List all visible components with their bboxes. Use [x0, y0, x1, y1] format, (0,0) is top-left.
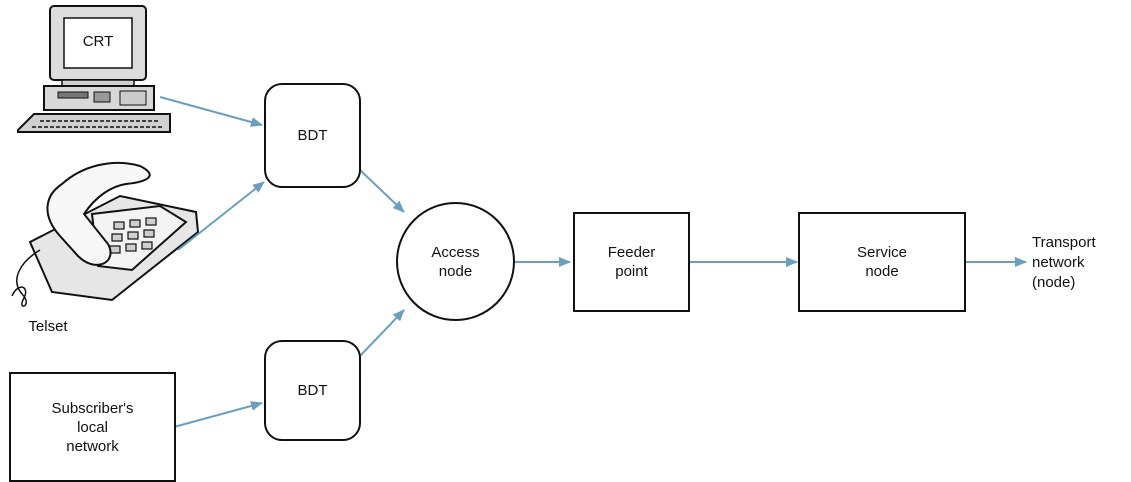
arrow-bdt-to-access-node	[359, 169, 405, 213]
access-node-circle: Access node	[396, 202, 515, 321]
connectors	[159, 96, 1027, 428]
bdt-bottom-label: BDT	[297, 382, 328, 399]
feeder-point-label: Feeder point	[607, 244, 656, 280]
arrow-crt-to-bdt	[159, 96, 263, 127]
bdt-top-label: BDT	[297, 127, 328, 144]
computer-terminal-icon	[17, 5, 171, 133]
transport-network-label: Transport network (node)	[1032, 234, 1096, 291]
telephone-icon	[11, 161, 200, 307]
arrow-subscriber-to-bdt	[173, 401, 263, 428]
service-node-label: Service node	[856, 244, 908, 280]
subscriber-local-network-box: Subscriber's local network	[9, 372, 176, 482]
access-node-label: Access node	[431, 243, 480, 280]
subscriber-local-network-label: Subscriber's local network	[51, 399, 134, 455]
arrow-telset-to-bdt	[177, 181, 265, 251]
feeder-point-box: Feeder point	[573, 212, 690, 312]
arrow-bdt-to-access-node-lower	[359, 309, 405, 357]
service-node-box: Service node	[798, 212, 966, 312]
bdt-bottom-box: BDT	[264, 340, 361, 441]
crt-screen-label: CRT	[82, 33, 114, 50]
bdt-top-box: BDT	[264, 83, 361, 188]
telset-label: Telset	[28, 318, 68, 335]
